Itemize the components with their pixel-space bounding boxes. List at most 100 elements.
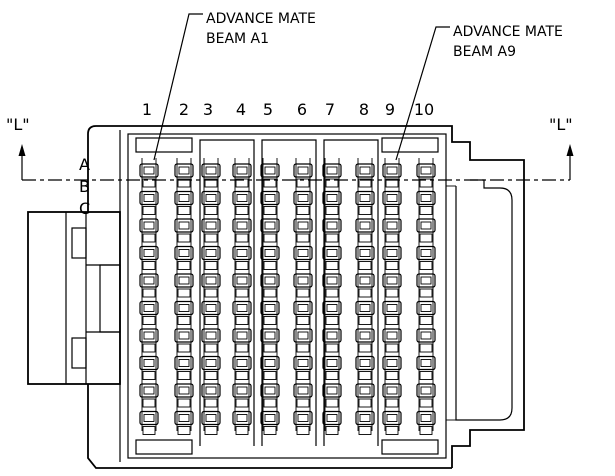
- contact-pad: [232, 355, 252, 371]
- callout-left-line1: ADVANCE MATE: [206, 11, 316, 27]
- contact-pad: [322, 410, 342, 426]
- contact-pad: [260, 355, 280, 371]
- contact-cell: [174, 383, 194, 408]
- contact-cell: [232, 355, 252, 380]
- contact-tab: [204, 371, 218, 380]
- contact-window: [236, 166, 248, 175]
- contact-pad: [416, 273, 436, 288]
- contact-tab: [419, 233, 433, 243]
- contact-pad: [293, 218, 313, 233]
- contact-tab: [296, 316, 310, 325]
- end-cap-top-right: [381, 137, 439, 153]
- contact-window: [143, 221, 155, 230]
- contact-pad: [174, 383, 194, 398]
- contact-window: [205, 166, 217, 175]
- contact-tab: [204, 343, 218, 353]
- contact-tab: [263, 288, 277, 298]
- contact-pad: [232, 410, 252, 426]
- contact-pad: [260, 383, 280, 398]
- contact-pad: [382, 245, 402, 261]
- contact-pad: [322, 355, 342, 371]
- contact-window: [297, 166, 309, 175]
- contact-tab: [325, 233, 339, 243]
- contact-pad: [174, 328, 194, 343]
- contact-window: [178, 194, 190, 202]
- contact-cell: [174, 355, 194, 380]
- contact-cell: [201, 383, 221, 408]
- contact-pad: [355, 328, 375, 343]
- contact-cell: [174, 273, 194, 298]
- contact-pad: [416, 355, 436, 371]
- contact-tab: [296, 206, 310, 215]
- contact-cell: [355, 410, 375, 435]
- contact-tab: [142, 426, 156, 435]
- contact-pad: [293, 273, 313, 288]
- contact-cell: [293, 328, 313, 353]
- contact-cell: [416, 163, 436, 188]
- column-number: 2: [179, 100, 189, 119]
- left-latch-notch: [99, 264, 121, 333]
- left-latch-tab: [71, 337, 87, 369]
- contact-cell: [382, 355, 402, 380]
- contact-tab: [296, 233, 310, 243]
- contact-window: [359, 359, 371, 367]
- contact-tab: [177, 371, 191, 380]
- contact-pad: [416, 190, 436, 206]
- contact-window: [205, 414, 217, 422]
- contact-pad: [174, 410, 194, 426]
- contact-cell: [322, 328, 342, 353]
- callout-right-line1: ADVANCE MATE: [453, 24, 563, 40]
- contact-column: [232, 158, 252, 435]
- column-number: 8: [359, 100, 369, 119]
- contact-window: [236, 386, 248, 395]
- contact-pad: [232, 273, 252, 288]
- contact-tab: [385, 178, 399, 188]
- contact-tab: [385, 233, 399, 243]
- contact-pad: [201, 218, 221, 233]
- contact-tab: [177, 343, 191, 353]
- contact-pad: [232, 383, 252, 398]
- contact-cell: [201, 410, 221, 435]
- contact-tab: [358, 343, 372, 353]
- contact-cell: [416, 273, 436, 298]
- contact-cell: [260, 355, 280, 380]
- contact-window: [420, 249, 432, 257]
- contact-cell: [201, 355, 221, 380]
- contact-pad: [382, 328, 402, 343]
- contact-tab: [204, 316, 218, 325]
- contact-tab: [263, 261, 277, 270]
- contact-tab: [263, 233, 277, 243]
- contact-column: [293, 158, 313, 435]
- contact-tab: [235, 371, 249, 380]
- contact-window: [236, 221, 248, 230]
- contact-tab: [263, 398, 277, 408]
- contact-window: [359, 276, 371, 285]
- contact-tab: [235, 398, 249, 408]
- contact-pad: [201, 410, 221, 426]
- contact-cell: [322, 190, 342, 215]
- contact-cell: [293, 245, 313, 270]
- contact-pad: [201, 383, 221, 398]
- contact-tab: [142, 316, 156, 325]
- contact-cell: [232, 218, 252, 243]
- contact-pad: [260, 410, 280, 426]
- contact-column: [260, 158, 280, 435]
- contact-pad: [355, 163, 375, 178]
- contact-cell: [201, 273, 221, 298]
- contact-column: [355, 158, 375, 435]
- contact-pad: [201, 300, 221, 316]
- contact-pad: [322, 218, 342, 233]
- contact-tab: [204, 426, 218, 435]
- contact-window: [205, 331, 217, 340]
- contact-tab: [419, 288, 433, 298]
- contact-window: [297, 249, 309, 257]
- contact-tab: [358, 206, 372, 215]
- contact-cell: [382, 190, 402, 215]
- contact-window: [420, 386, 432, 395]
- contact-tab: [263, 178, 277, 188]
- contact-tab: [235, 343, 249, 353]
- contact-tab: [419, 261, 433, 270]
- contact-pad: [382, 190, 402, 206]
- contact-cell: [355, 273, 375, 298]
- contact-pad: [232, 245, 252, 261]
